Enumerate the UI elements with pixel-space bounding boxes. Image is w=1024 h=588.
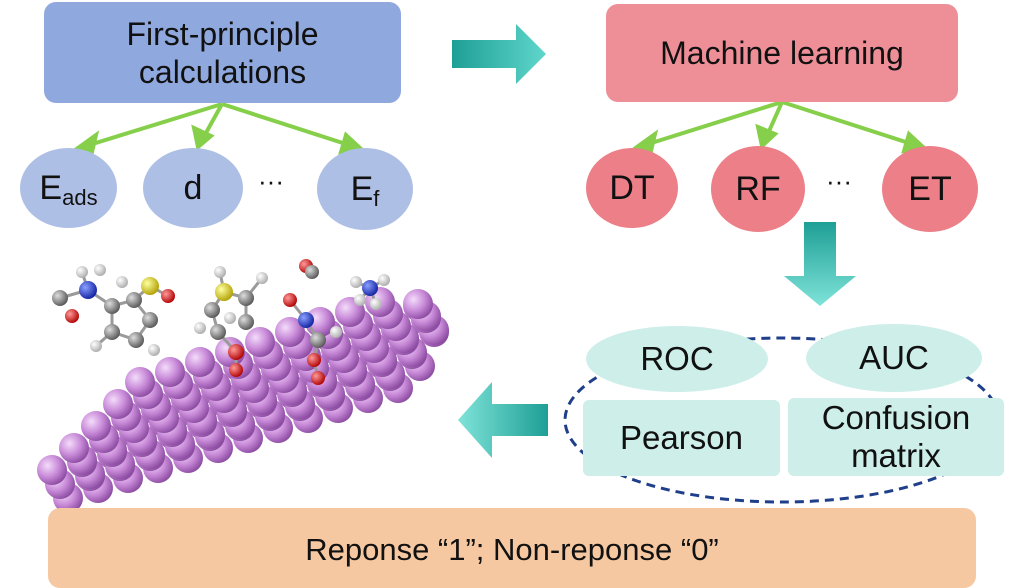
molecule-atom [148, 344, 160, 356]
ml-connectors [632, 100, 928, 154]
node-et: ET [882, 146, 978, 232]
rf-label: RF [735, 169, 781, 208]
surface-atom [103, 389, 133, 419]
molecule-atoms [52, 259, 390, 385]
model-ellipsis: ··· [826, 166, 852, 196]
molecule-atom [161, 289, 175, 303]
molecule-atom [370, 298, 382, 310]
molecule-atom [94, 264, 106, 276]
auc-label: AUC [859, 339, 929, 376]
molecule-atom [128, 332, 144, 348]
molecule-atom [141, 277, 159, 295]
surface-atom [81, 411, 111, 441]
pearson-label: Pearson [620, 419, 743, 456]
surface-atom [155, 357, 185, 387]
result-text: Reponse “1”; Non-reponse “0” [305, 532, 719, 567]
fp-connectors [73, 102, 365, 155]
surface-atoms [37, 287, 449, 513]
surface-atom [185, 347, 215, 377]
molecule-atom [214, 266, 226, 278]
metric-roc: ROC [586, 326, 768, 392]
arrow-left [458, 382, 548, 458]
molecule-atom [65, 309, 79, 323]
molecule-atom [194, 322, 206, 334]
arrow-down [784, 222, 856, 306]
node-dt: DT [586, 148, 678, 228]
molecule-atom [362, 280, 378, 296]
surface-atom [275, 317, 305, 347]
surface-atom [125, 367, 155, 397]
metric-pearson: Pearson [583, 400, 780, 476]
molecule-atom [305, 265, 319, 279]
e-ads-sub: ads [62, 185, 98, 210]
molecule-atom [311, 371, 325, 385]
molecule-atom [79, 281, 97, 299]
molecule-atom [256, 272, 268, 284]
first-principle-line1: First-principle [126, 15, 319, 52]
metric-auc: AUC [806, 324, 982, 392]
surface-atom [245, 327, 275, 357]
d-label: d [183, 168, 203, 207]
molecule-atom [76, 266, 88, 278]
molecule-atom [238, 314, 254, 330]
e-f-main: E [350, 169, 374, 208]
machine-learning-label: Machine learning [660, 34, 904, 71]
molecule-atom [307, 353, 321, 367]
molecule-atom [116, 276, 128, 288]
surface-atom [403, 289, 433, 319]
roc-label: ROC [640, 340, 714, 377]
result-bar: Reponse “1”; Non-reponse “0” [48, 508, 976, 588]
et-label: ET [908, 169, 952, 208]
confusion-line1: Confusion [821, 399, 971, 436]
e-ads-main: E [39, 168, 63, 207]
molecule-atom [126, 292, 142, 308]
molecule-atom [229, 363, 243, 377]
molecule-atom [310, 332, 326, 348]
molecule-atom [224, 312, 236, 324]
first-principle-line2: calculations [138, 53, 307, 90]
metric-confusion-matrix: Confusion matrix [788, 398, 1004, 476]
dt-label: DT [609, 168, 655, 207]
arrow-right [452, 24, 546, 84]
molecule-atom [90, 340, 102, 352]
molecule-atom [354, 294, 366, 306]
confusion-line2: matrix [851, 437, 941, 474]
molecule-atom [104, 298, 120, 314]
surface-atom [37, 455, 67, 485]
molecule-atom [142, 312, 158, 328]
molecule-atom [238, 290, 254, 306]
molecule-atom [378, 274, 390, 286]
first-principle-box: First-principle calculations [44, 2, 401, 103]
molecule-atom [298, 312, 314, 328]
machine-learning-box: Machine learning [606, 4, 958, 102]
molecule-atom [104, 324, 120, 340]
descriptor-ellipsis: ··· [258, 166, 284, 196]
molecule-atom [228, 344, 244, 360]
e-f-sub: f [373, 186, 380, 211]
node-d: d [143, 148, 243, 228]
node-rf: RF [711, 146, 805, 232]
molecule-atom [330, 326, 342, 338]
molecule-atom [52, 290, 68, 306]
molecule-atom [204, 302, 220, 318]
diagram-graphics [37, 24, 1001, 513]
molecule-atom [283, 293, 297, 307]
molecule-atom [350, 276, 362, 288]
surface-atom [59, 433, 89, 463]
molecule-atom [215, 283, 233, 301]
molecule-atom [210, 324, 226, 340]
